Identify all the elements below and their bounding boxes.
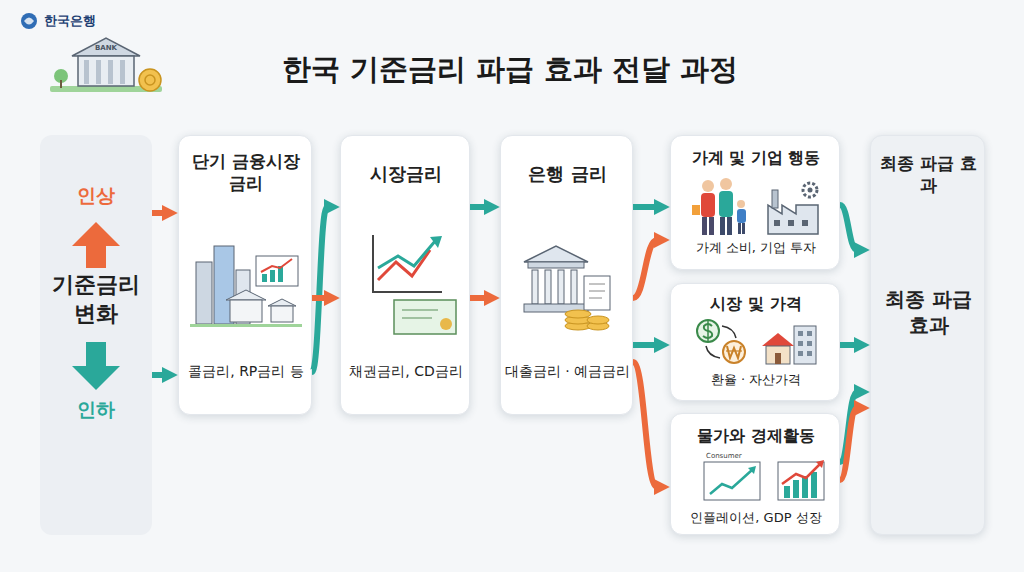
chart-caption: Consumer	[706, 452, 742, 460]
flow-arrow	[152, 372, 165, 378]
node-detail: 인플레이션, GDP 성장	[671, 510, 841, 527]
node-heading: 시장 및 가격	[671, 294, 841, 315]
flow-arrow	[840, 342, 857, 348]
flow-arrow	[470, 295, 487, 301]
node-heading: 은행 금리	[501, 162, 634, 185]
process-box: 시장금리채권금리, CD금리	[340, 135, 470, 415]
cut-label: 인하	[40, 397, 152, 422]
effect-box: 가계 및 기업 행동가계 소비, 기업 투자	[670, 135, 840, 270]
node-detail: 채권금리, CD금리	[341, 362, 471, 380]
flow-arrow	[152, 210, 165, 216]
node-detail: 가계 소비, 기업 투자	[671, 240, 841, 257]
flow-arrow	[840, 408, 857, 480]
node-heading: 최종 파급 효과	[875, 286, 982, 338]
flow-arrow	[470, 204, 487, 210]
rate-change-panel: 인상기준금리 변화인하	[40, 135, 152, 535]
flow-arrow	[840, 205, 857, 250]
node-heading: 시장금리	[341, 162, 471, 185]
flow-arrow	[312, 207, 327, 372]
process-box: 단기 금융시장 금리콜금리, RP금리 등	[178, 135, 312, 415]
raise-label: 인상	[40, 183, 152, 208]
final-effect-box: 최종 파급 효과최종 파급 효과	[870, 135, 985, 535]
node-heading: 단기 금융시장 금리	[185, 150, 307, 194]
node-heading: 기준금리 변화	[46, 271, 146, 328]
flow-arrow	[633, 342, 657, 348]
node-detail: 콜금리, RP금리 등	[179, 362, 313, 380]
flow-arrow	[633, 240, 657, 298]
node-heading: 가계 및 기업 행동	[671, 148, 841, 169]
process-box: 은행 금리대출금리 · 예금금리	[500, 135, 633, 415]
logo-text: 한국은행	[44, 12, 96, 30]
node-heading: 최종 파급 효과	[877, 152, 980, 196]
effect-box: 시장 및 가격환율 · 자산가격	[670, 283, 840, 401]
node-detail: 대출금리 · 예금금리	[503, 362, 632, 380]
effect-box: 물가와 경제활동인플레이션, GDP 성장	[670, 413, 840, 535]
flow-arrow	[312, 295, 327, 301]
flow-arrow	[840, 392, 857, 462]
flow-arrow	[633, 362, 657, 487]
node-heading: 물가와 경제활동	[671, 426, 841, 447]
diagram-title: 한국 기준금리 파급 효과 전달 과정	[180, 50, 840, 90]
node-detail: 환율 · 자산가격	[671, 372, 841, 389]
sign-text: BANK	[95, 44, 117, 52]
flow-arrow	[633, 204, 657, 210]
